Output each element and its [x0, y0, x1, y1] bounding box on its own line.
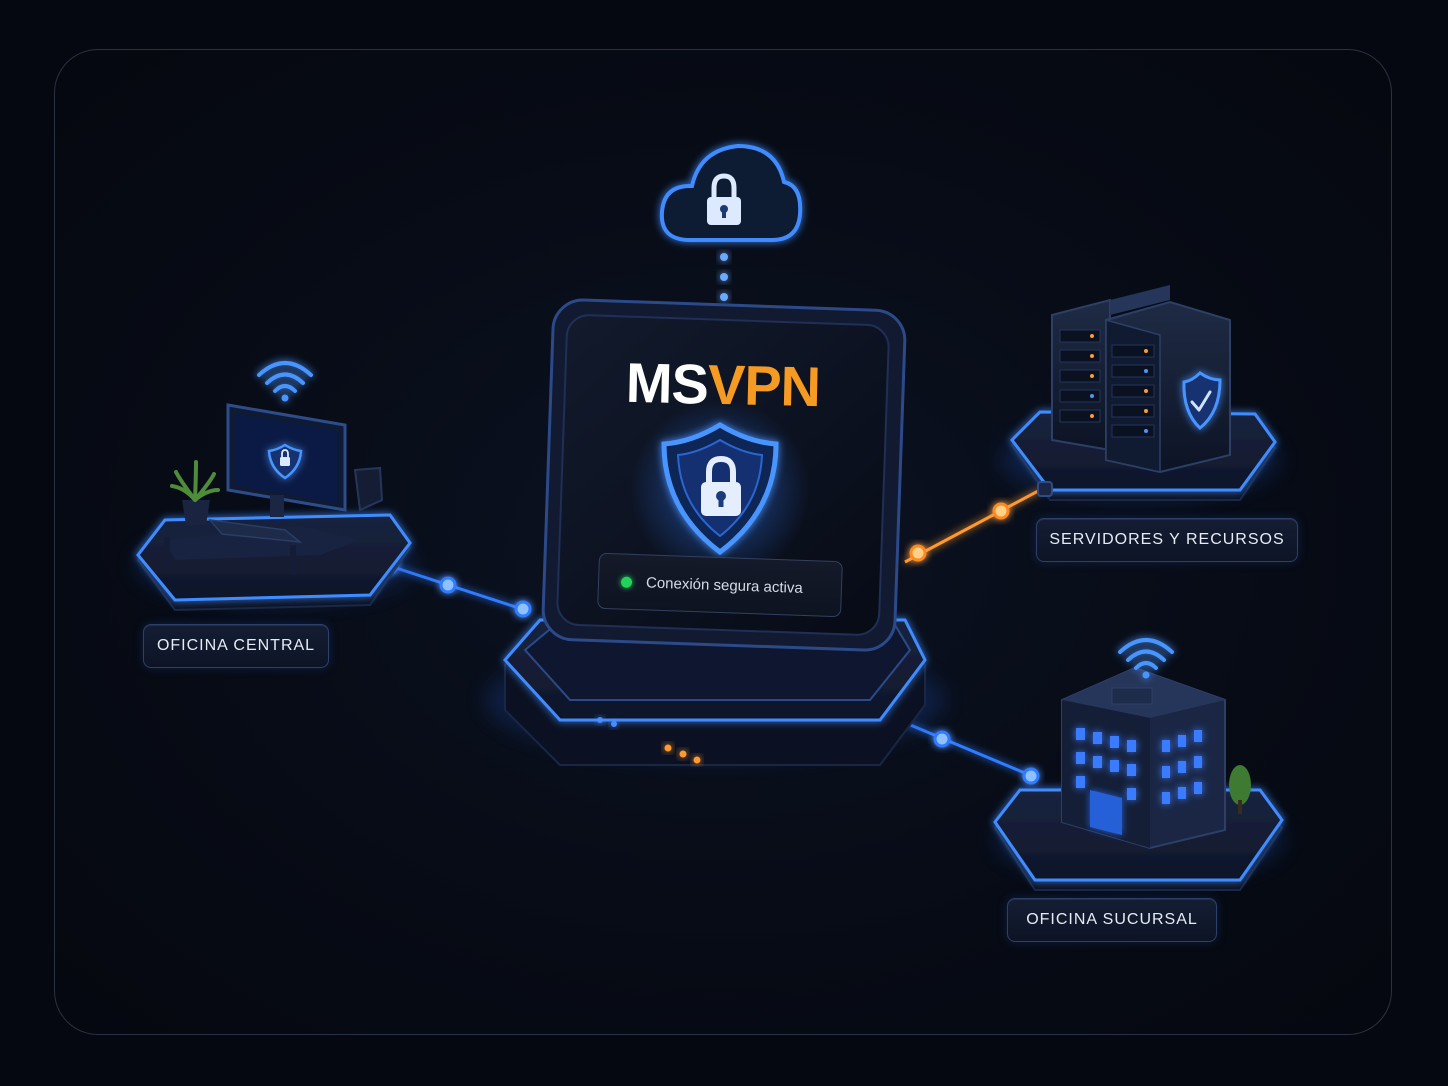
- building-icon: [1061, 666, 1226, 850]
- label-servers: SERVIDORES Y RECURSOS: [1036, 518, 1298, 562]
- link-node: [1022, 767, 1040, 785]
- tree-icon: [1229, 765, 1251, 814]
- status-indicator: [620, 576, 633, 588]
- vpn-hub-device: [485, 618, 945, 766]
- office-chair: [353, 466, 384, 512]
- server-rack-icon: [1051, 285, 1231, 474]
- wifi-icon: [257, 361, 313, 402]
- link-node: [992, 502, 1010, 520]
- label-branch-office-text: OFICINA SUCURSAL: [1026, 911, 1198, 928]
- wifi-icon: [1118, 638, 1174, 679]
- branch-office-node: [993, 638, 1285, 891]
- central-office-node: [135, 361, 415, 612]
- cloud-lock-icon: [659, 143, 803, 242]
- link-hub-to-servers: [904, 488, 1041, 564]
- brand-suffix: VPN: [707, 352, 821, 419]
- server-port: [1037, 481, 1053, 497]
- status-text: Conexión segura activa: [645, 573, 804, 597]
- connection-status: Conexión segura activa: [597, 552, 843, 618]
- label-central-office: OFICINA CENTRAL: [143, 624, 329, 668]
- shield-lock-icon: [630, 400, 810, 580]
- link-node: [439, 576, 457, 594]
- brand-prefix: MS: [625, 350, 709, 416]
- label-central-office-text: OFICINA CENTRAL: [156, 637, 316, 654]
- link-node: [909, 544, 927, 562]
- servers-node: [1000, 285, 1280, 501]
- label-servers-text: SERVIDORES Y RECURSOS: [1049, 531, 1285, 548]
- link-node: [933, 730, 951, 748]
- link-node: [514, 600, 532, 618]
- plant-pot: [182, 500, 210, 525]
- shield-check-icon: [1182, 371, 1222, 430]
- label-branch-office: OFICINA SUCURSAL: [1007, 898, 1217, 942]
- brand-logo: MSVPN: [559, 348, 886, 420]
- desk-computer-icon: [170, 403, 384, 544]
- plant-leaves: [170, 460, 220, 502]
